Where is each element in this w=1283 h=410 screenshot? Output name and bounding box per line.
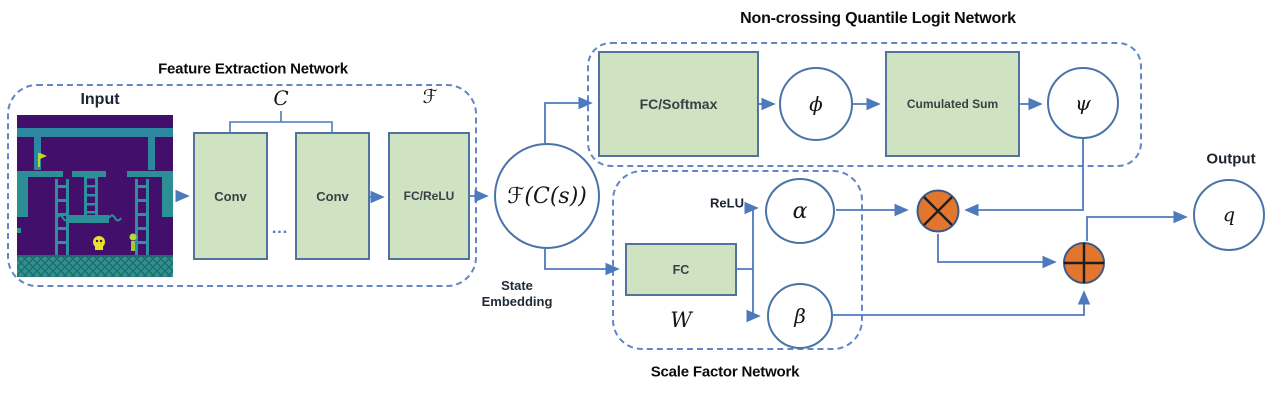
arrow-embedding-to-fc [544,249,620,276]
conv-group-symbol: C [273,86,289,110]
conv1-box: Conv [193,132,268,260]
beta-node: β [767,283,833,349]
feature-network-title: Feature Extraction Network [158,60,348,78]
game-central-platform [69,215,109,223]
q-symbol: q [1222,204,1236,226]
fc-relu-box: FC/ReLU [388,132,470,260]
feature-map-symbol: ℱ [422,86,438,108]
game-skull [93,236,105,250]
game-left-ladder [55,179,69,255]
input-label: Input [80,91,120,108]
fc-softmax-label: FC/Softmax [639,96,718,112]
state-embedding-symbol: ℱ(C(s)) [507,183,587,209]
game-frame-icon [17,115,173,277]
game-upper-structure [17,128,173,170]
arrow-beta-to-plus [833,290,1091,316]
arrow-multiply-to-plus [937,234,1057,269]
beta-symbol: β [794,304,806,328]
output-label: Output [1206,150,1256,168]
scale-network-title: Scale Factor Network [650,363,800,381]
game-floor-edge [17,255,173,257]
fc-softmax-box: FC/Softmax [598,51,759,157]
conv1-label: Conv [214,188,247,204]
state-embedding-caption-line2: Embedding [481,294,553,309]
alpha-node: α [765,178,835,244]
fc-box: FC [625,243,737,296]
cumulated-sum-box: Cumulated Sum [885,51,1020,157]
conv2-box: Conv [295,132,370,260]
plus-icon [1063,242,1105,284]
conv-ellipsis: ... [271,220,289,237]
game-right-ladder [135,179,149,255]
cumulated-sum-label: Cumulated Sum [906,97,999,111]
quantile-network-title: Non-crossing Quantile Logit Network [740,10,1016,27]
game-torch [129,233,137,251]
game-central-ladder [84,171,98,219]
game-mid-platforms [17,171,173,233]
conv2-label: Conv [316,188,349,204]
psi-symbol: ψ [1075,91,1091,115]
weights-symbol: W [670,308,692,332]
arrow-embedding-to-fcsoftmax [544,96,593,143]
fc-label: FC [672,262,690,277]
alpha-symbol: α [792,198,808,224]
state-embedding-caption: State Embedding [482,278,553,310]
game-floor-hatch [17,255,173,277]
feature-network-boundary [7,84,477,287]
phi-symbol: ϕ [809,92,823,116]
relu-label: ReLU [710,195,744,211]
game-flag [38,153,47,167]
state-embedding-node: ℱ(C(s)) [494,143,600,249]
multiply-icon [916,189,960,233]
output-q-node: q [1193,179,1265,251]
state-embedding-caption-line1: State [501,278,533,293]
phi-node: ϕ [779,67,853,141]
psi-node: ψ [1047,67,1119,139]
fc-relu-label: FC/ReLU [403,189,455,203]
arrow-plus-to-output [1086,210,1188,241]
